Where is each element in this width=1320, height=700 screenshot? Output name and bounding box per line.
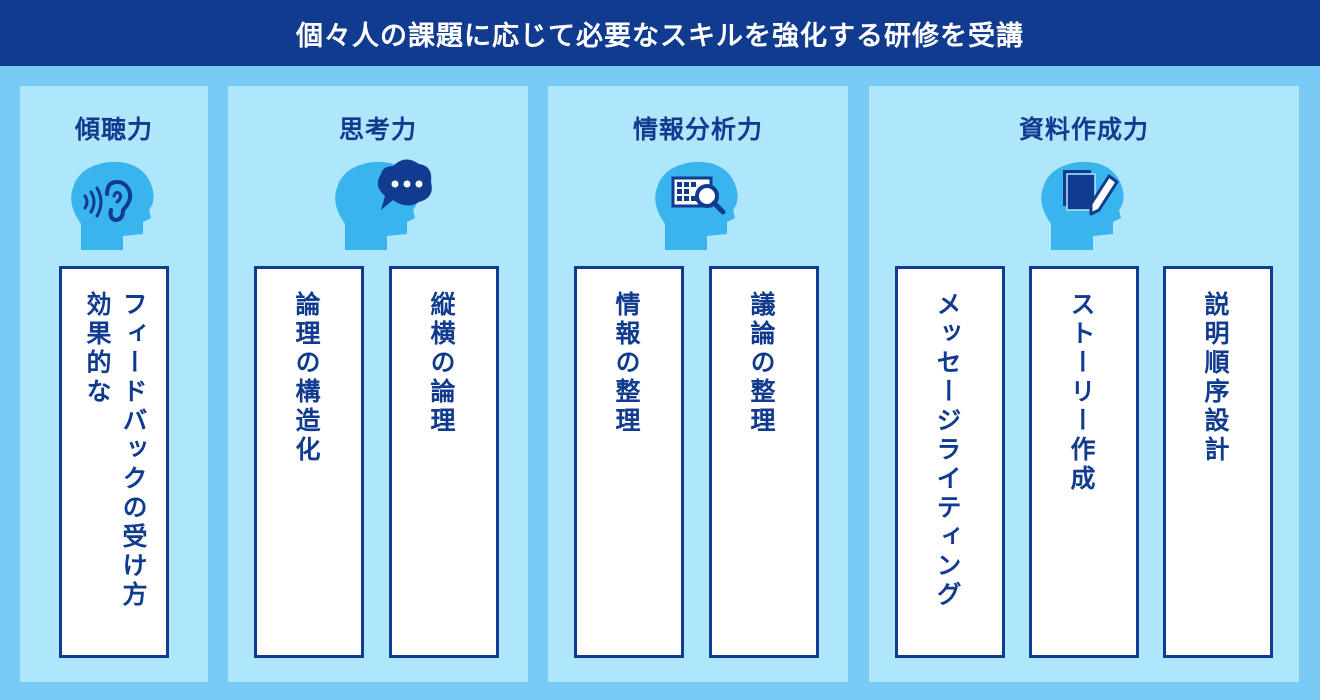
panel-information-analysis: 情報分析力 情報の整理 議論の整理 xyxy=(548,86,848,682)
panel-title: 資料作成力 xyxy=(1018,115,1149,144)
skill-text-line1: 効果的な xyxy=(83,291,112,407)
skill-box: 議論の整理 xyxy=(709,266,819,658)
skill-box: 縦横の論理 xyxy=(389,266,499,658)
skill-box: 情報の整理 xyxy=(574,266,684,658)
panel-thinking: 思考力 論理の構造化 縦横の論理 xyxy=(228,86,528,682)
skill-text: ストーリー作成 xyxy=(1067,291,1096,494)
head-ear-icon xyxy=(71,161,154,250)
skill-text-line2: フィードバックの受け方 xyxy=(119,291,148,610)
skill-text: メッセージライティング xyxy=(933,291,962,610)
header-title: 個々人の課題に応じて必要なスキルを強化する研修を受講 xyxy=(296,20,1024,52)
head-document-icon xyxy=(1041,161,1124,250)
skill-text: 説明順序設計 xyxy=(1201,291,1230,465)
skill-box: 効果的な フィードバックの受け方 xyxy=(59,266,169,658)
panel-document-creation: 資料作成力 メッセージライティング ストーリー作成 説明順序設計 xyxy=(869,86,1299,682)
head-analysis-icon xyxy=(655,161,738,250)
skill-text: 議論の整理 xyxy=(747,291,776,436)
panel-title: 思考力 xyxy=(338,115,417,144)
head-speech-bubble-icon xyxy=(335,159,432,250)
skill-text: 情報の整理 xyxy=(612,291,641,436)
skill-box: メッセージライティング xyxy=(895,266,1005,658)
header-banner: 個々人の課題に応じて必要なスキルを強化する研修を受講 xyxy=(0,0,1320,66)
skill-box: 説明順序設計 xyxy=(1163,266,1273,658)
skill-text: 縦横の論理 xyxy=(427,291,456,436)
skill-text: 論理の構造化 xyxy=(292,291,321,465)
skill-box: ストーリー作成 xyxy=(1029,266,1139,658)
panel-title: 情報分析力 xyxy=(632,115,763,144)
panel-title: 傾聴力 xyxy=(74,115,153,144)
panel-listening: 傾聴力 効果的な フィードバックの受け方 xyxy=(20,86,208,682)
skill-box: 論理の構造化 xyxy=(254,266,364,658)
